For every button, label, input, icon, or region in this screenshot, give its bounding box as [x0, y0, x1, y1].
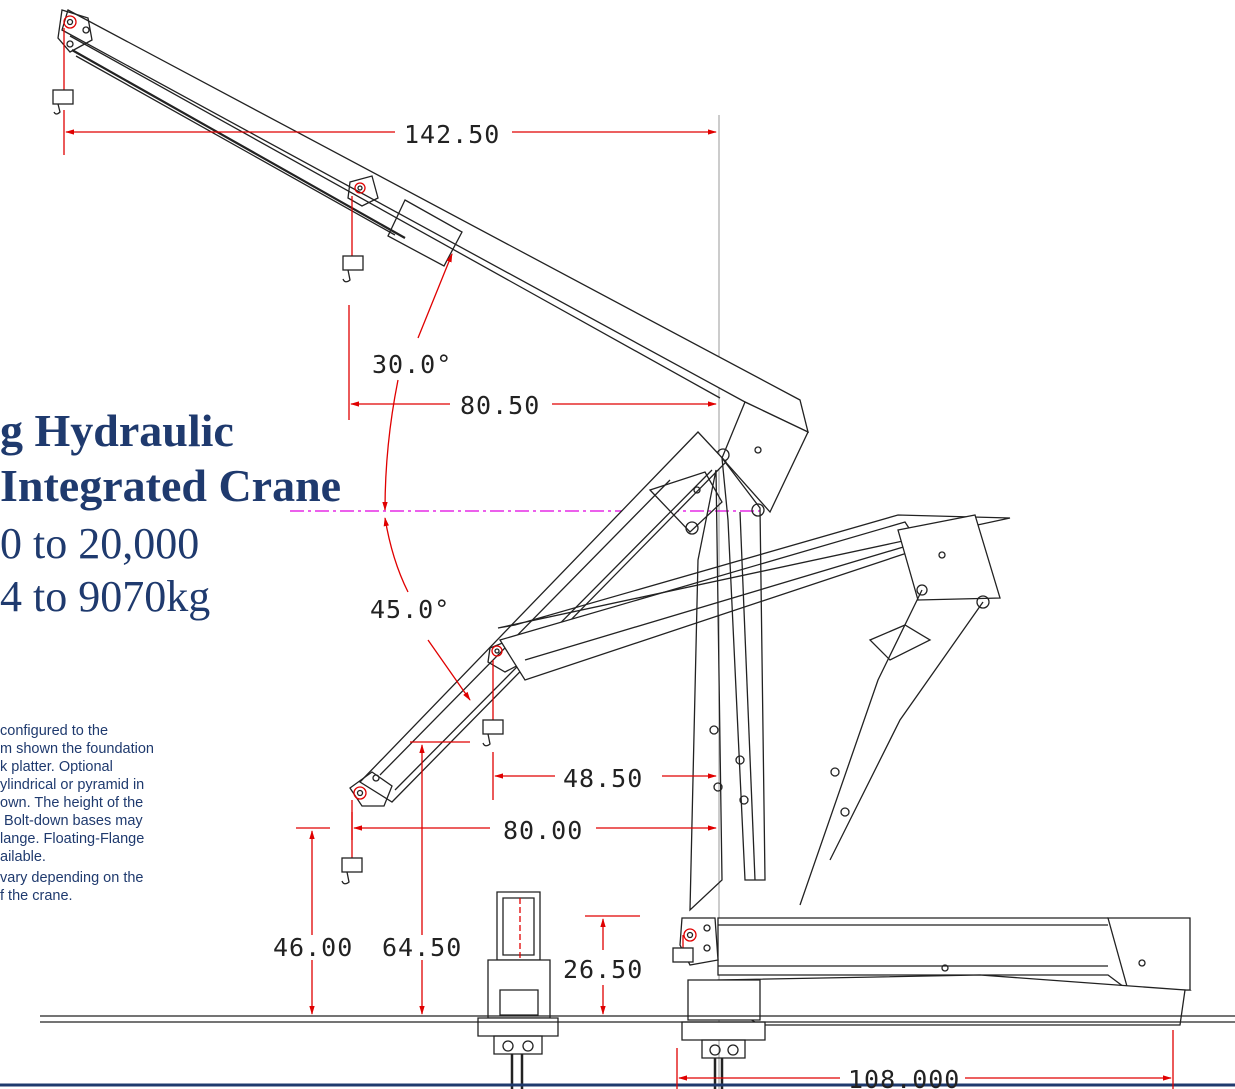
description-line: m shown the foundation [0, 741, 154, 757]
description-line: k platter. Optional [0, 759, 113, 775]
title-line-2: Integrated Crane [0, 460, 342, 511]
dim-reach-mid: 80.50 [460, 391, 540, 420]
description-line: own. The height of the [0, 795, 144, 811]
dim-height-stowed: 26.50 [563, 955, 643, 984]
description-line: ylindrical or pyramid in [0, 777, 145, 793]
description-text: configured to the m shown the foundation… [0, 722, 240, 905]
dim-reach-max: 142.50 [404, 120, 500, 149]
dim-height-hook-mid: 64.50 [382, 933, 462, 962]
note-line: vary depending on the [0, 870, 144, 886]
description-line: configured to the [0, 723, 109, 739]
dim-angle-lower: 45.0° [370, 595, 450, 624]
description-line: ailable. [0, 849, 46, 865]
description-line: Bolt-down bases may [0, 813, 143, 829]
dimension-labels: 142.50 30.0° 80.50 45.0° 48.50 80.00 46.… [273, 120, 960, 1089]
dim-reach-low2: 80.00 [503, 816, 583, 845]
note-line: f the crane. [0, 888, 73, 904]
description-note: vary depending on the f the crane. [0, 869, 240, 905]
capacity-kg: 4 to 9070kg [0, 572, 211, 621]
dimension-lines [63, 110, 1174, 1089]
description-line: lange. Floating-Flange [0, 831, 145, 847]
dim-reach-low: 48.50 [563, 764, 643, 793]
dim-angle-upper: 30.0° [372, 350, 452, 379]
crane-linework [0, 9, 1235, 1089]
description-paragraph: configured to the m shown the foundation… [0, 722, 240, 866]
dim-height-hook-low: 46.00 [273, 933, 353, 962]
capacity-lbs: 0 to 20,000 [0, 519, 200, 568]
title-line-1: g Hydraulic [0, 405, 234, 456]
dim-stowed-length: 108.000 [848, 1065, 960, 1089]
